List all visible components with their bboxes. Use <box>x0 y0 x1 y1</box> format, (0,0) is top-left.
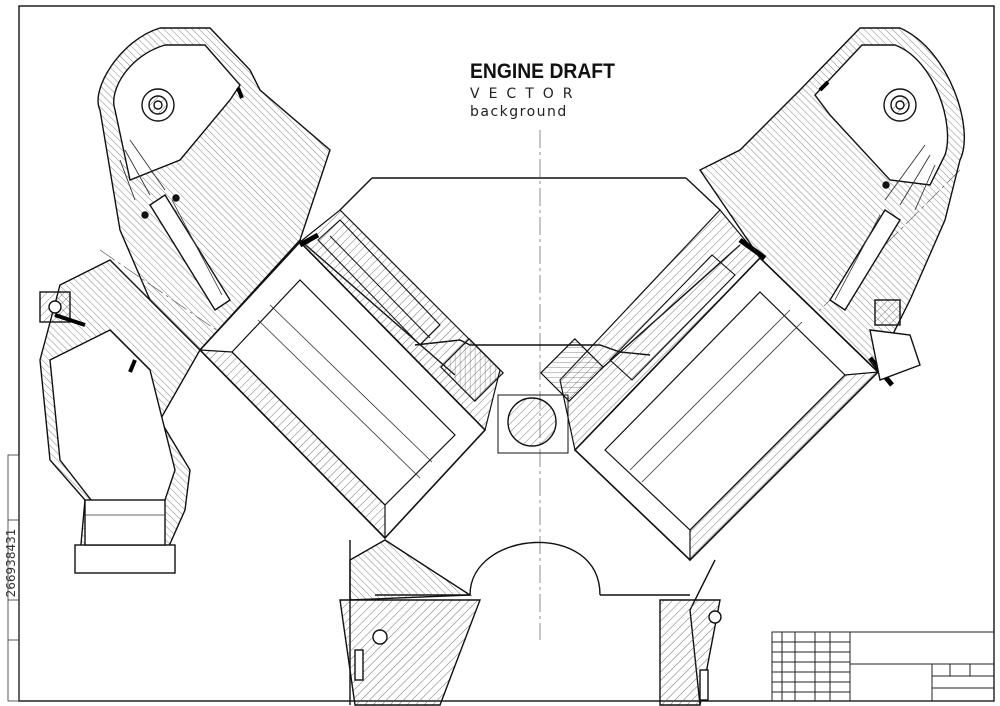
left-cylinder-head <box>97 27 331 352</box>
right-cylinder-head <box>698 27 965 381</box>
left-cylinder-bank <box>198 209 504 540</box>
drawing-subtitle: VECTOR <box>470 86 582 102</box>
title-block <box>771 631 995 702</box>
crankcase <box>339 539 722 706</box>
central-camshaft <box>497 394 569 454</box>
drawing-tagline: background <box>470 104 568 120</box>
stock-id-stamp: 266938431 <box>2 470 18 670</box>
gasket-marks <box>128 80 830 373</box>
drawing-frame <box>7 5 995 702</box>
stock-id-text: 266938431 <box>4 528 18 598</box>
drawing-title: ENGINE DRAFT <box>470 60 615 83</box>
left-exhaust-manifold <box>39 259 201 574</box>
right-cylinder-bank <box>540 209 894 562</box>
